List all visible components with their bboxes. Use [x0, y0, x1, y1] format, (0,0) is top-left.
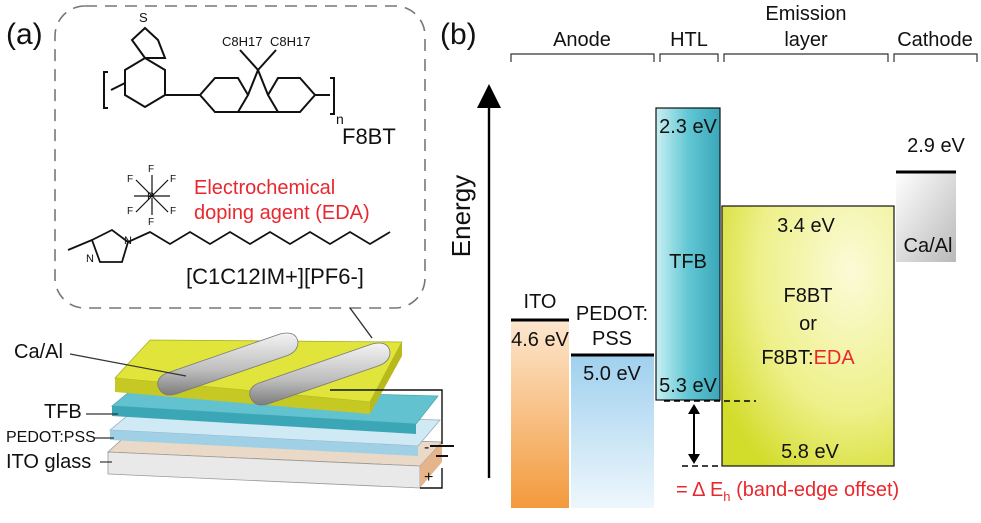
- imidazolium-cation: [67, 228, 391, 263]
- ito-level: 4.6 eV: [511, 329, 569, 351]
- offset-note: = Δ Eh (band-edge offset): [676, 479, 899, 504]
- circuit-wire: [330, 389, 454, 489]
- header-anode: Anode: [553, 29, 611, 51]
- device-stack: [107, 332, 443, 489]
- formula-label: [C1C12IM+][PF6-]: [186, 264, 364, 289]
- f8bt-label-line2: or: [799, 313, 817, 335]
- offset-arrow-head-down: [688, 454, 700, 464]
- nitrogen-atom: N: [124, 235, 132, 247]
- sulfur-atom: S: [139, 10, 148, 25]
- pedot-band: [571, 355, 654, 508]
- offset-note-desc: (band-edge offset): [731, 479, 900, 501]
- ito-label: ITO: [524, 291, 557, 313]
- fluorine-atom: F: [170, 174, 176, 185]
- offset-note-sub: h: [723, 489, 730, 504]
- eda-label-line1: Electrochemical: [194, 177, 335, 199]
- battery-minus: -: [424, 439, 429, 456]
- fluorine-atom: F: [127, 206, 133, 217]
- energy-axis-label: Energy: [446, 175, 476, 257]
- f8bt-label-line1: F8BT: [784, 285, 833, 307]
- callout-line: [349, 307, 373, 339]
- f8bt-structure: [103, 26, 335, 115]
- fluorine-atom: F: [148, 164, 154, 175]
- label-tfb: TFB: [44, 401, 82, 423]
- header-htl: HTL: [670, 29, 708, 51]
- fluorine-atom: F: [127, 174, 133, 185]
- phosphorus-atom: P: [147, 191, 154, 203]
- header-emission-line2: layer: [784, 29, 828, 51]
- offset-note-main: = Δ E: [676, 479, 723, 501]
- label-ca-al: Ca/Al: [14, 341, 63, 363]
- side-chain-left: C8H17: [222, 34, 262, 49]
- tfb-label: TFB: [669, 251, 707, 273]
- repeat-unit-n: n: [336, 111, 344, 127]
- molecule-frame: [54, 5, 426, 309]
- cathode-level: 2.9 eV: [907, 135, 965, 157]
- tfb-band: [655, 107, 721, 401]
- offset-arrow-head-up: [688, 404, 700, 414]
- f8bt-label-eda: EDA: [814, 347, 856, 369]
- f8bt-label-prefix: F8BT:: [761, 347, 813, 369]
- f8bt-band: [721, 205, 895, 467]
- pedot-level: 5.0 eV: [583, 363, 641, 385]
- tfb-lumo: 2.3 eV: [659, 116, 717, 138]
- panel-b-label: (b): [440, 18, 477, 51]
- tfb-homo: 5.3 eV: [659, 375, 717, 397]
- f8bt-label-line3: F8BT:EDA: [761, 347, 855, 369]
- side-chain-right: C8H17: [270, 34, 310, 49]
- label-ito-glass: ITO glass: [6, 451, 91, 473]
- label-pedot: PEDOT:PSS: [6, 429, 96, 446]
- panel-a-label: (a): [6, 18, 43, 51]
- fluorine-atom: F: [170, 206, 176, 217]
- pedot-label-line1: PEDOT:: [576, 303, 648, 325]
- header-brackets: [510, 53, 978, 62]
- cathode-band: [896, 172, 956, 262]
- ito-band: [511, 320, 569, 508]
- fluorine-atom: F: [148, 217, 154, 228]
- nitrogen-atom: N: [86, 253, 94, 265]
- header-cathode: Cathode: [897, 29, 973, 51]
- eda-label-line2: doping agent (EDA): [194, 202, 370, 224]
- header-emission-line1: Emission: [765, 3, 846, 25]
- f8bt-lumo: 3.4 eV: [777, 215, 835, 237]
- pf6-anion: [134, 175, 170, 215]
- leader-ca-al: [69, 353, 187, 377]
- cathode-label: Ca/Al: [904, 235, 953, 257]
- battery-plus: +: [424, 469, 433, 486]
- pedot-label-line2: PSS: [592, 328, 632, 350]
- f8bt-label: F8BT: [342, 124, 396, 149]
- f8bt-homo: 5.8 eV: [781, 441, 839, 463]
